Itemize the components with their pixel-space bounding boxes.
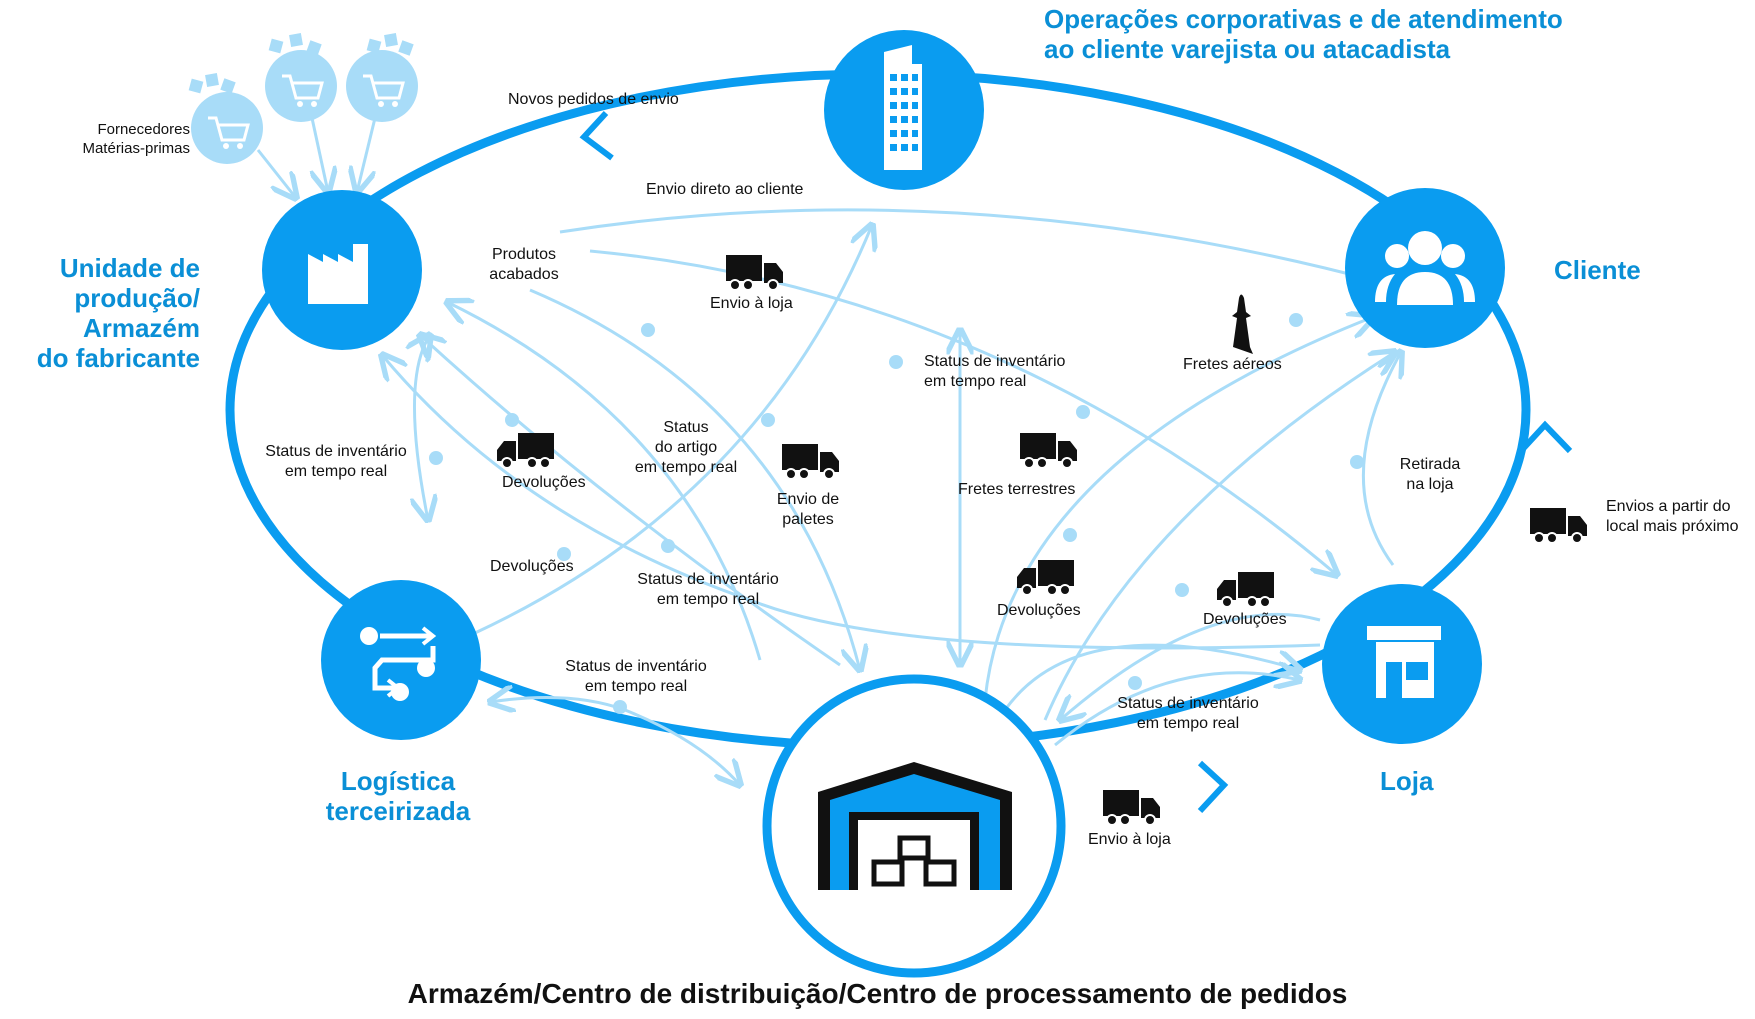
supplier-label-line1: Fornecedores <box>97 121 190 138</box>
truck-icon <box>497 433 554 469</box>
finished-goods-label: Produtos acabados <box>489 245 558 285</box>
returns-label-3: Devoluções <box>997 602 1081 619</box>
finished-goods-line2: acabados <box>489 266 559 283</box>
ring-arrow-top <box>579 110 614 161</box>
returns-label-1: Devoluções <box>502 474 586 491</box>
office-building-icon <box>884 45 922 170</box>
airplane-icon <box>1232 294 1253 354</box>
truck-icon <box>782 444 839 480</box>
inventory-center-line2: em tempo real <box>924 373 1027 390</box>
store-title: Loja <box>1380 766 1434 796</box>
manufacturer-title-line1: Unidade de <box>59 253 200 283</box>
people-icon <box>1375 231 1475 305</box>
logistics-title-line2: terceirizada <box>325 796 471 826</box>
inventory-center-line1: Status de inventário <box>924 353 1066 370</box>
ship-to-store-bottom-label: Envio à loja <box>1088 831 1171 848</box>
item-status-line2: do artigo <box>654 439 718 456</box>
ground-freight-label: Fretes terrestres <box>958 481 1076 498</box>
warehouse-icon <box>818 762 1012 890</box>
customer-title: Cliente <box>1554 255 1641 285</box>
inventory-bottom-left-line1: Status de inventário <box>565 658 707 675</box>
inventory-bottom-left-line2: em tempo real <box>584 678 688 695</box>
supplier-label: Fornecedores Matérias-primas <box>60 120 190 158</box>
ring-arrow-bottom <box>1197 760 1229 814</box>
inventory-left-line2: em tempo real <box>284 463 388 480</box>
supplier-cart-icons <box>188 33 418 164</box>
inventory-middle-label: Status de inventário em tempo real <box>637 570 778 610</box>
inventory-bottom-right-line1: Status de inventário <box>1117 695 1259 712</box>
flow-dots <box>429 313 1364 714</box>
inventory-left-label: Status de inventário em tempo real <box>265 442 406 482</box>
ring-arrow-right <box>1518 420 1573 454</box>
item-status-label: Status do artigo em tempo real <box>635 418 737 478</box>
truck-icon <box>1217 572 1274 608</box>
nearest-location-label: Envios a partir do local mais próximo <box>1606 497 1738 537</box>
air-freight-label: Fretes aéreos <box>1183 356 1282 373</box>
manufacturer-title: Unidade de produção/ Armazém do fabrican… <box>10 253 200 373</box>
ship-to-store-top-label: Envio à loja <box>710 295 793 312</box>
nearest-location-line1: Envios a partir do <box>1606 498 1731 515</box>
new-orders-label: Novos pedidos de envio <box>508 91 679 108</box>
supplier-arrows <box>256 117 377 198</box>
flow-arrows-icon <box>360 626 437 701</box>
pallet-shipment-label: Envio de paletes <box>777 490 839 530</box>
warehouse-title: Armazém/Centro de distribuição/Centro de… <box>407 978 1348 1009</box>
truck-icon <box>1017 560 1074 596</box>
store-pickup-line1: Retirada <box>1399 456 1461 473</box>
logistics-title: Logística terceirizada <box>326 766 471 826</box>
nearest-location-line2: local mais próximo <box>1606 518 1739 535</box>
manufacturer-title-line4: do fabricante <box>36 343 200 373</box>
logistics-title-line1: Logística <box>340 766 456 796</box>
direct-ship-label: Envio direto ao cliente <box>646 181 804 198</box>
corporate-title: Operações corporativas e de atendimento … <box>1044 4 1563 64</box>
inventory-middle-line1: Status de inventário <box>637 571 779 588</box>
factory-icon <box>308 244 368 304</box>
returns-label-4: Devoluções <box>1203 611 1287 628</box>
storefront-icon <box>1367 626 1441 698</box>
truck-icon <box>1020 433 1077 469</box>
inventory-bottom-right-label: Status de inventário em tempo real <box>1117 694 1258 734</box>
manufacturer-title-line2: produção/ <box>74 283 200 313</box>
pallet-shipment-line1: Envio de <box>776 491 840 508</box>
corporate-title-line2: ao cliente varejista ou atacadista <box>1044 34 1451 64</box>
customer-node <box>1345 188 1505 348</box>
inventory-bottom-left-label: Status de inventário em tempo real <box>565 657 706 697</box>
store-pickup-label: Retirada na loja <box>1400 455 1460 495</box>
inventory-center-label: Status de inventário em tempo real <box>924 352 1065 392</box>
truck-icon <box>1103 790 1160 826</box>
manufacturer-title-line3: Armazém <box>82 313 200 343</box>
finished-goods-line1: Produtos <box>491 246 557 263</box>
returns-label-2: Devoluções <box>490 558 574 575</box>
item-status-line1: Status <box>663 419 709 436</box>
corporate-title-line1: Operações corporativas e de atendimento <box>1044 4 1563 34</box>
truck-icon <box>726 255 783 291</box>
pallet-shipment-line2: paletes <box>782 511 834 528</box>
truck-icon <box>1530 508 1587 544</box>
flow-lines <box>382 208 1401 785</box>
store-pickup-line2: na loja <box>1406 476 1454 493</box>
supplier-label-line2: Matérias-primas <box>82 140 190 157</box>
item-status-line3: em tempo real <box>634 459 738 476</box>
inventory-middle-line2: em tempo real <box>656 591 760 608</box>
inventory-bottom-right-line2: em tempo real <box>1136 715 1240 732</box>
inventory-left-line1: Status de inventário <box>265 443 407 460</box>
